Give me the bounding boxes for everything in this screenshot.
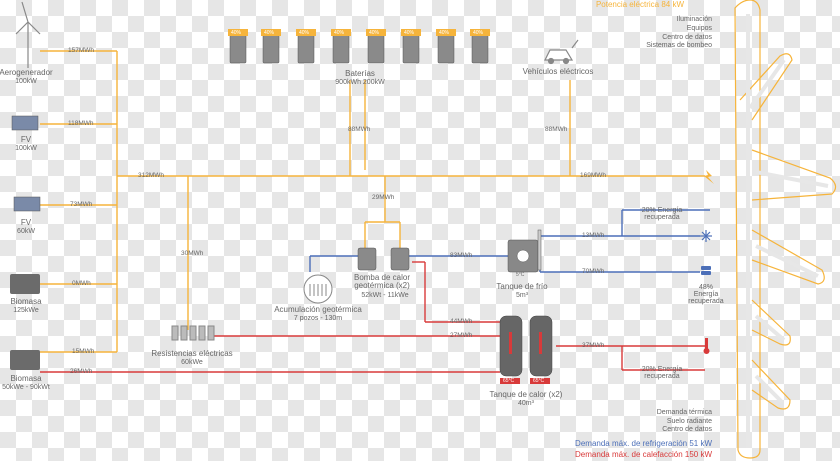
legend-bottom-1: Demanda térmica	[656, 409, 712, 416]
flow-heat-out: 37MWh	[582, 342, 605, 349]
battery-badge-6: 40%	[404, 30, 415, 36]
battery-badge-4: 40%	[334, 30, 345, 36]
heat-tank-badge	[500, 378, 550, 384]
resistor-icon	[171, 325, 215, 341]
electric-lines	[40, 50, 705, 353]
flow-pv2: 73MWh	[70, 201, 93, 208]
resist-label: Resistencias eléctricas	[151, 349, 233, 358]
heat-lines	[40, 261, 705, 373]
source-name-pv1: FV	[20, 135, 32, 144]
battery-spec: 900kWh 200kW	[335, 79, 385, 86]
flow-wind: 157MWh	[68, 47, 95, 54]
battery-badge	[228, 29, 490, 36]
heat-pump-icon	[357, 247, 410, 271]
recov-data-1: 48%	[698, 284, 714, 291]
heat-tank-icon	[499, 315, 553, 377]
heat-pump-label: Bomba de calor	[353, 273, 411, 282]
cold-tank-spec: 5m³	[515, 292, 529, 299]
heat-pump-spec: 52kWt - 11kWe	[361, 292, 409, 299]
heat-tank-badge-1: 65°C	[503, 378, 515, 384]
legend-top-2: Equipos	[686, 25, 712, 32]
heat-pump-label2: geotérmica (x2)	[354, 281, 410, 290]
recov-cold: 20% Energía recuperada	[641, 207, 683, 221]
electric-power-title: Potencia eléctrica 84 kW	[595, 0, 684, 9]
flow-biomass2: 15MWh	[72, 348, 95, 355]
flow-ev: 88MWh	[545, 126, 568, 133]
snowflake-icon	[700, 230, 712, 242]
electric-car-icon	[544, 39, 579, 65]
cold-tank-icon	[507, 229, 542, 273]
battery-badge-3: 40%	[299, 30, 310, 36]
flow-resist-out: 27MWh	[450, 332, 473, 339]
resist-spec: 60kWe	[181, 359, 203, 366]
max-cooling: Demanda máx. de refrigeración 51 kW	[575, 439, 712, 448]
heat-tank-label: Tanque de calor (x2)	[489, 390, 563, 399]
battery-badge-7: 40%	[439, 30, 450, 36]
solar-panel-icon	[11, 115, 41, 212]
building-inner	[746, 14, 829, 448]
thermometer-icon	[509, 332, 542, 354]
source-spec-pv2: 60kW	[17, 228, 35, 235]
source-spec-biomass2: 50kWe - 90kWt	[2, 384, 50, 391]
source-spec-wind: 100kW	[15, 78, 37, 85]
source-name-wind: Aerogenerador	[0, 68, 53, 77]
flow-cold-a: 13MWh	[582, 232, 605, 239]
source-name-pv2: FV	[20, 218, 32, 227]
source-spec-pv1: 100kW	[15, 145, 37, 152]
heat-tank-spec: 40m³	[518, 400, 534, 407]
heat-tank-badge-2: 65°C	[533, 378, 545, 384]
legend-bottom-3: Centro de datos	[662, 426, 712, 433]
battery-badge-8: 40%	[473, 30, 484, 36]
battery-badge-2: 40%	[264, 30, 275, 36]
flow-pv1: 118MWh	[68, 120, 94, 127]
recov-data-2: Energía	[693, 291, 719, 298]
ev-label: Vehículos eléctricos	[522, 67, 594, 76]
flow-battery: 88MWh	[348, 126, 371, 133]
flow-cold-b: 70MWh	[582, 268, 605, 275]
legend-top-3: Centro de datos	[662, 34, 712, 41]
cold-tank-badge: 5°C	[516, 272, 525, 278]
recov-data-3: recuperada	[688, 298, 724, 305]
legend-top-4: Sistemas de bombeo	[646, 42, 712, 49]
lightning-icon	[704, 170, 714, 184]
flow-bus: 312MWh	[138, 172, 165, 179]
data-server-icon	[701, 266, 711, 275]
max-heating: Demanda máx. de calefacción 150 kW	[575, 450, 712, 459]
wind-turbine-icon	[15, 1, 41, 68]
geo-spec: 7 pozos - 130m	[293, 315, 343, 322]
battery-badge-5: 40%	[369, 30, 380, 36]
biomass-icon	[10, 274, 40, 370]
cold-tank-label: Tanque de frío	[496, 282, 548, 291]
flow-biomass1: 0MWh	[72, 280, 91, 287]
source-spec-biomass1: 125kWe	[13, 307, 39, 314]
flow-to-loads: 169MWh	[580, 172, 607, 179]
flow-heat-pump-in: 29MWh	[372, 194, 395, 201]
legend-top-1: Iluminación	[676, 16, 712, 23]
flow-resist-in: 30MWh	[181, 250, 204, 257]
source-name-biomass2: Biomasa	[10, 374, 42, 383]
legend-bottom-2: Suelo radiante	[666, 418, 712, 425]
building-outline	[734, 0, 837, 459]
recov-heat: 20% Energía recuperada	[641, 366, 683, 380]
battery-badge-1: 40%	[231, 30, 242, 36]
battery-label: Baterías	[345, 69, 375, 78]
source-name-biomass1: Biomasa	[10, 297, 42, 306]
thermometer-demand-icon	[703, 338, 710, 354]
geothermal-icon	[303, 274, 333, 304]
flow-heat-in: 44MWh	[450, 318, 473, 325]
battery-icon	[229, 34, 489, 64]
flow-cold-in: 83MWh	[450, 252, 473, 259]
geo-label: Acumulación geotérmica	[274, 305, 362, 314]
flow-biomass-thermal: 26MWh	[70, 368, 93, 375]
